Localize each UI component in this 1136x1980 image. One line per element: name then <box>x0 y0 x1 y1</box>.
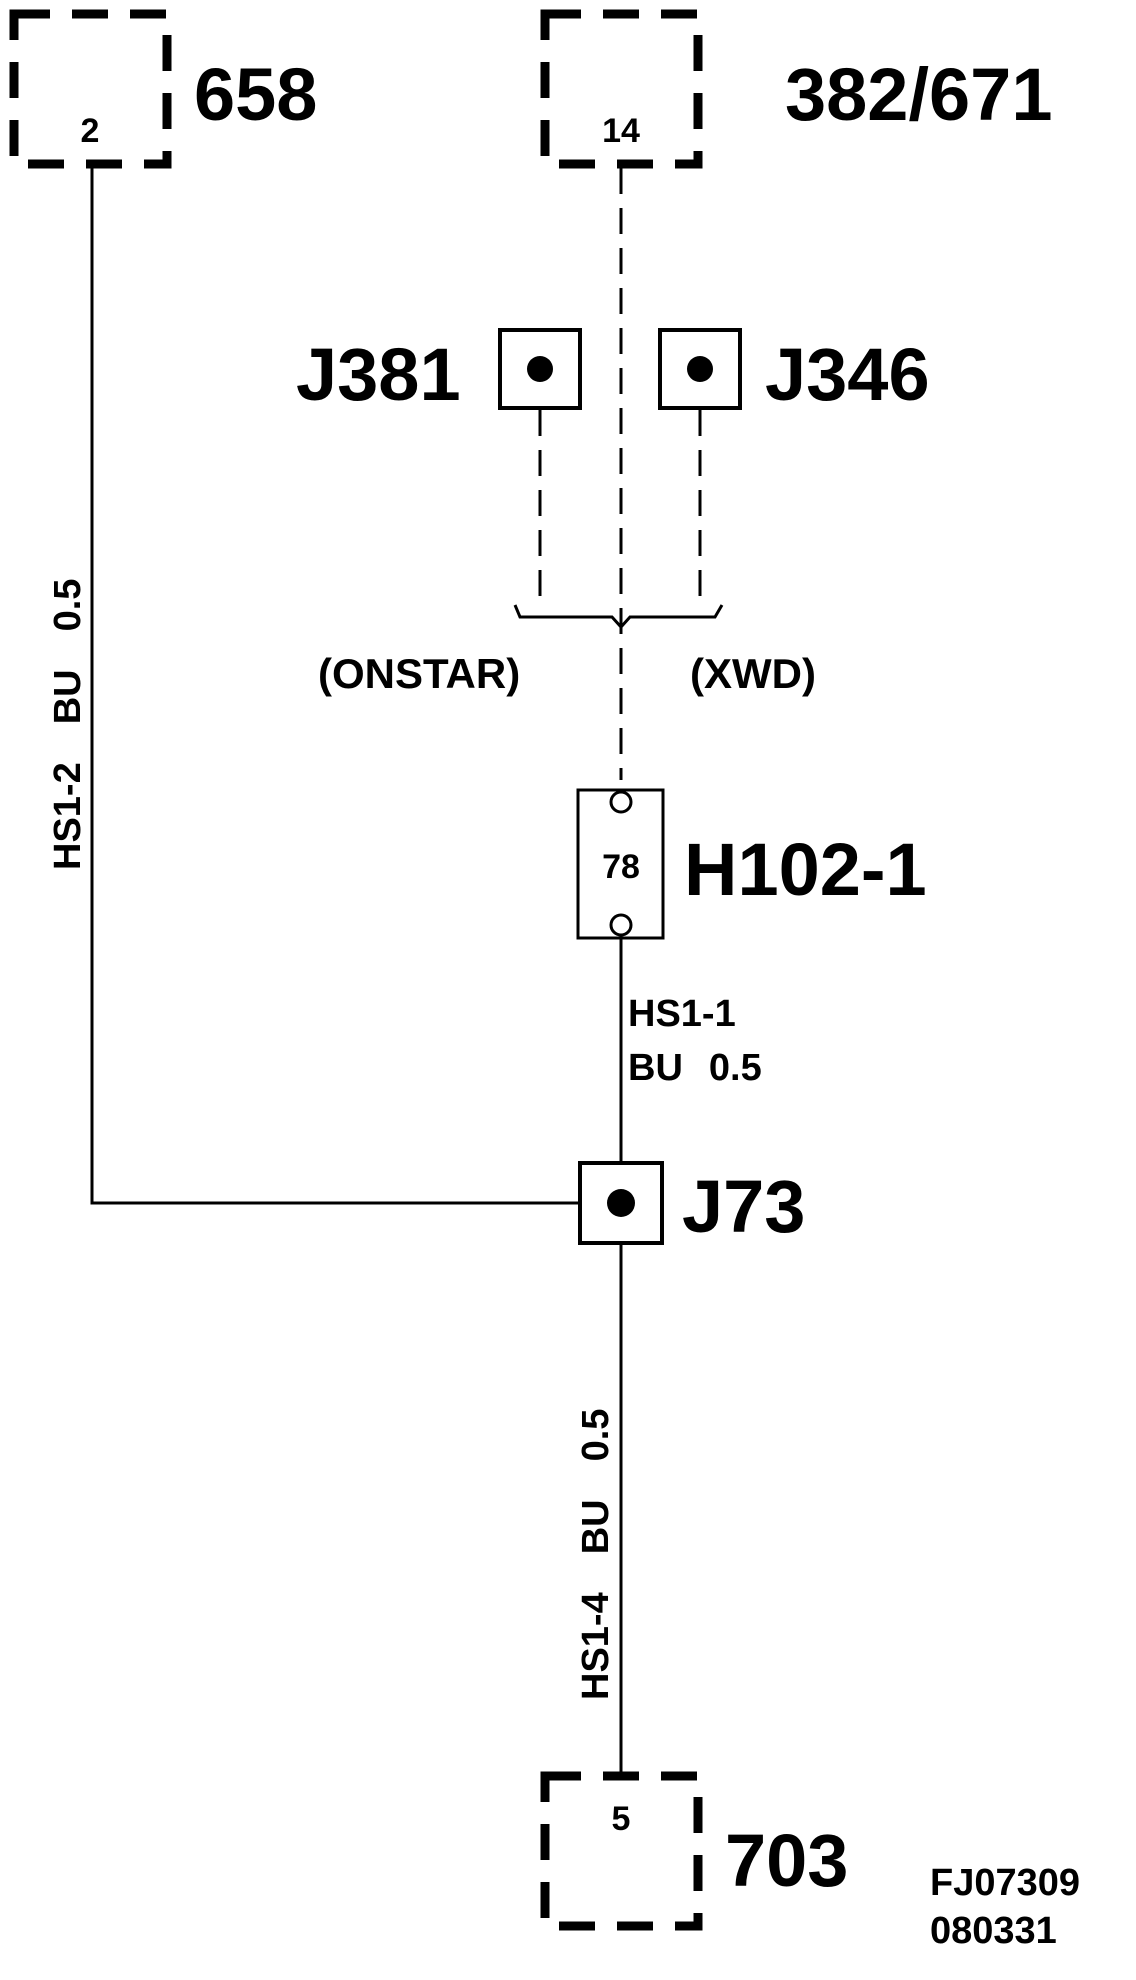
inline-connector-pin: 78 <box>602 848 640 886</box>
wire-hs1-1-color: BU <box>628 1047 683 1089</box>
splice-j381-box <box>498 328 582 410</box>
connector-658-box <box>9 9 172 169</box>
splice-j346-label: J346 <box>765 333 930 416</box>
splice-j346-box <box>658 328 742 410</box>
wire-hs1-4-id: HS1-4 <box>575 1592 617 1700</box>
splice-j73-label: J73 <box>682 1165 805 1248</box>
inline-connector-bottom-terminal <box>609 913 633 937</box>
option-xwd-label: (XWD) <box>690 650 816 697</box>
connector-658-label: 658 <box>194 53 317 136</box>
wire-hs1-2-color: BU <box>47 669 89 724</box>
wire-hs1-2-id: HS1-2 <box>47 762 89 870</box>
figure-code: FJ07309 <box>930 1862 1080 1904</box>
connector-703[interactable]: 5 703 <box>540 1771 848 1931</box>
splice-j346-dot <box>687 356 713 382</box>
splice-j73[interactable]: J73 <box>578 1161 805 1248</box>
connector-658[interactable]: 2 658 <box>9 9 317 169</box>
wire-hs1-4-label: HS1-4 BU 0.5 <box>575 1409 617 1700</box>
inline-connector-label: H102-1 <box>684 828 927 911</box>
splice-j381[interactable]: J381 <box>296 328 582 416</box>
wire-hs1-2-label: HS1-2 BU 0.5 <box>47 579 89 870</box>
option-onstar-label: (ONSTAR) <box>318 650 520 697</box>
figure-date: 080331 <box>930 1910 1057 1952</box>
connector-382-671-pin: 14 <box>602 112 640 150</box>
connector-382-671-label: 382/671 <box>785 53 1053 136</box>
wire-hs1-1-size: 0.5 <box>709 1047 762 1089</box>
splice-j381-label: J381 <box>296 333 461 416</box>
wire-hs1-4-color: BU <box>575 1499 617 1554</box>
connector-703-pin: 5 <box>612 1800 631 1838</box>
splice-j73-dot <box>607 1189 635 1217</box>
wire-hs1-2-size: 0.5 <box>47 579 89 632</box>
wire-hs1-2 <box>90 168 580 1205</box>
inline-connector-h102-1[interactable]: 78 H102-1 <box>576 788 927 940</box>
connector-703-box <box>540 1771 703 1931</box>
wire-hs1-1-id: HS1-1 <box>628 993 736 1035</box>
option-brace <box>513 604 724 630</box>
splice-j381-dot <box>527 356 553 382</box>
connector-382-671[interactable]: 14 382/671 <box>540 9 1053 169</box>
connector-703-label: 703 <box>725 1819 848 1902</box>
splice-j346[interactable]: J346 <box>658 328 930 416</box>
wire-hs1-4-size: 0.5 <box>575 1409 617 1462</box>
wire-hs1-1-spec: BU 0.5 <box>628 1047 762 1089</box>
inline-connector-top-terminal <box>609 790 633 814</box>
connector-658-pin: 2 <box>81 112 100 150</box>
connector-382-671-box <box>540 9 703 169</box>
